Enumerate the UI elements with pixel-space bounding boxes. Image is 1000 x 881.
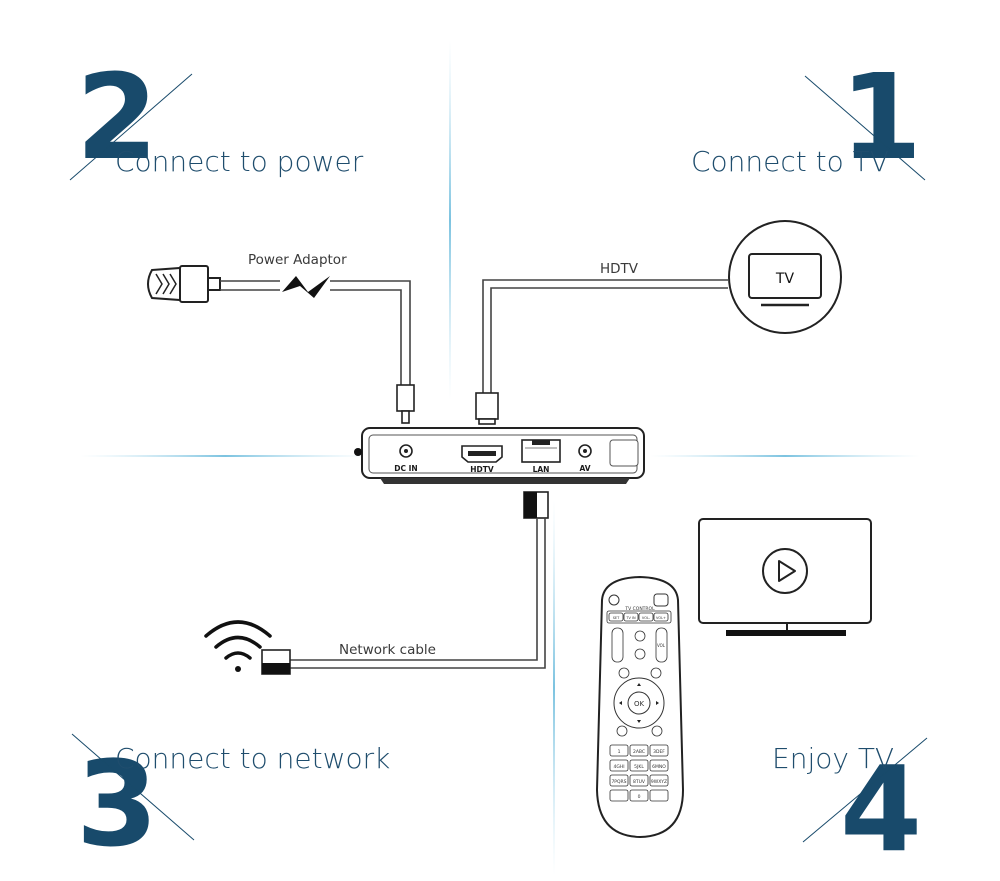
svg-text:HDTV: HDTV (470, 465, 494, 474)
svg-text:LAN: LAN (533, 465, 550, 474)
svg-text:5JKL: 5JKL (634, 764, 644, 770)
tv-box (354, 427, 645, 484)
play-icon (778, 560, 796, 582)
step-4-number: 4 (840, 740, 922, 878)
divider-left (80, 455, 370, 457)
port-lan: LAN (521, 439, 561, 474)
step-1-heading: 1 Connect to TV (691, 48, 926, 186)
step-1-number: 1 (840, 48, 922, 186)
step-2-slash (69, 73, 193, 181)
monitor-icon (698, 518, 872, 636)
svg-text:2ABC: 2ABC (633, 749, 645, 755)
svg-text:OK: OK (634, 700, 645, 708)
step-4-slash (802, 737, 928, 843)
svg-text:0: 0 (638, 794, 641, 800)
lan-plug-left (261, 649, 291, 675)
dc-plug (396, 384, 415, 424)
remote-tv-control-label: TV CONTROL (624, 606, 655, 612)
wall-plug-icon (147, 265, 221, 303)
svg-text:8TUV: 8TUV (633, 779, 646, 785)
step-3-slash (71, 733, 195, 841)
port-dc-in: DC IN (394, 444, 418, 473)
svg-text:9WXYZ: 9WXYZ (651, 779, 667, 785)
wifi-icon (204, 620, 272, 672)
power-cable (220, 280, 411, 385)
divider-right (650, 455, 920, 457)
svg-text:TV IN: TV IN (625, 616, 636, 620)
port-av: AV (578, 444, 592, 473)
step-3-number: 3 (76, 735, 158, 873)
tv-icon-label: TV (775, 271, 795, 287)
svg-text:VOL: VOL (657, 643, 666, 648)
power-adaptor-label: Power Adaptor (248, 252, 347, 268)
tv-icon: TV (728, 220, 842, 334)
hdmi-cable (482, 279, 728, 393)
step-1-slash (804, 75, 926, 181)
step-3-heading: 3 Connect to network (71, 733, 390, 873)
remote-control: TV CONTROL SET TV IN VOL- VOL+ VOL OK (595, 575, 685, 839)
divider-top (449, 40, 451, 400)
divider-bottom (553, 500, 555, 875)
network-cable-label: Network cable (339, 642, 436, 658)
svg-text:DC IN: DC IN (394, 464, 417, 473)
svg-text:7PQRS: 7PQRS (611, 779, 626, 785)
svg-text:1: 1 (618, 749, 621, 755)
svg-text:AV: AV (579, 464, 590, 473)
remote-numpad (609, 744, 669, 802)
svg-text:3DEF: 3DEF (653, 749, 665, 755)
step-4-heading: 4 Enjoy TV (772, 737, 928, 878)
remote-top-keys (608, 612, 669, 622)
remote-power-right-icon (653, 593, 669, 607)
step-4-title: Enjoy TV (772, 742, 894, 775)
step-1-title: Connect to TV (691, 145, 889, 178)
remote-ok-button (627, 691, 651, 715)
remote-power-left-icon (608, 594, 620, 606)
svg-text:4GHI: 4GHI (613, 764, 624, 770)
step-2-heading: 2 Connect to power (69, 48, 364, 186)
quadrant-dividers (80, 40, 920, 875)
lan-plug-top (523, 491, 549, 519)
step-3-title: Connect to network (115, 742, 390, 775)
network-cable (290, 518, 546, 669)
step-2-title: Connect to power (115, 145, 364, 178)
hdmi-plug (475, 392, 499, 425)
svg-text:SET: SET (613, 616, 620, 620)
svg-text:VOL-: VOL- (642, 616, 651, 620)
port-hdtv: HDTV (461, 445, 503, 474)
hdtv-cable-label: HDTV (600, 261, 639, 277)
svg-text:VOL+: VOL+ (656, 616, 666, 620)
lightning-icon (282, 276, 330, 298)
svg-text:6MNO: 6MNO (652, 764, 666, 770)
